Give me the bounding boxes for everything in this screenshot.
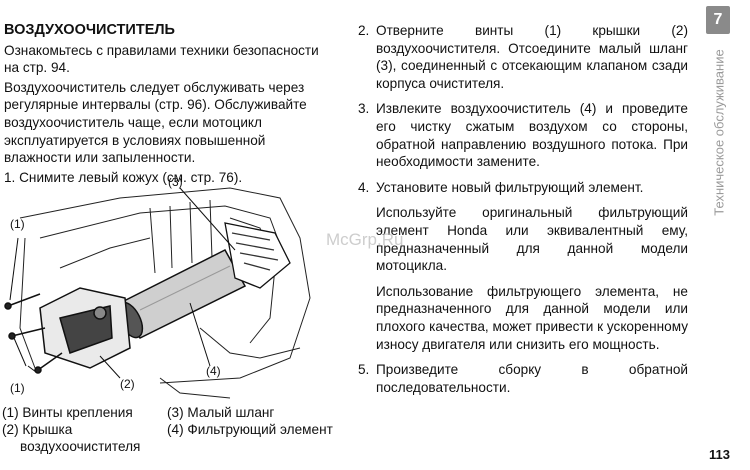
screws <box>4 293 63 374</box>
caption-cover: (2) Крышка <box>2 422 73 437</box>
section-heading: ВОЗДУХООЧИСТИТЕЛЬ <box>4 22 175 38</box>
label-2: (2) <box>120 377 135 391</box>
step-5: 5. Произведите сборку в обратной последо… <box>358 362 688 395</box>
safety-note: Ознакомьтесь с правилами техники безопас… <box>4 42 319 76</box>
label-1-top: (1) <box>10 217 25 231</box>
caption-hose: (3) Малый шланг <box>167 405 275 420</box>
step-4: 4. Установите новый фильтрующий элемент. <box>358 179 644 195</box>
step-3: 3. Извлеките воздухоочиститель (4) и про… <box>358 101 688 170</box>
caption-screws: (1) Винты крепления <box>2 405 133 420</box>
service-interval-text: Воздухоочиститель следует обслуживать че… <box>4 79 307 166</box>
label-1-bottom: (1) <box>10 381 25 395</box>
caption-filter: (4) Фильтрующий элемент <box>167 422 333 437</box>
chapter-tab: 7 <box>706 6 730 34</box>
filter-element <box>116 249 247 339</box>
step-1: 1. Снимите левый кожух (см. стр. 76). <box>4 169 243 185</box>
caption-cover-cont: воздухоочистителя <box>20 439 141 454</box>
diagram-captions: (1) Винты крепления (3) Малый шланг (2) … <box>2 404 342 455</box>
air-cleaner-cover <box>39 287 131 369</box>
watermark: McGrp.Ru <box>326 230 404 249</box>
section-side-label: Техническое обслуживание <box>711 48 727 216</box>
label-4: (4) <box>206 364 221 378</box>
left-column: ВОЗДУХООЧИСТИТЕЛЬ Ознакомьтесь с правила… <box>4 22 334 188</box>
step-4-note-1: Используйте оригинальный фильтрующий эле… <box>376 205 688 274</box>
air-cleaner-diagram: (1) (1) (2) (3) (4) <box>4 178 311 399</box>
step-2: 2. Отверните винты (1) крышки (2) воздух… <box>358 23 688 91</box>
label-3: (3) <box>168 178 183 189</box>
page-number: 113 <box>709 447 730 462</box>
step-4-note-2: Использование фильтрующего элемента, не … <box>376 283 688 352</box>
right-column: 2. Отверните винты (1) крышки (2) воздух… <box>358 22 688 404</box>
